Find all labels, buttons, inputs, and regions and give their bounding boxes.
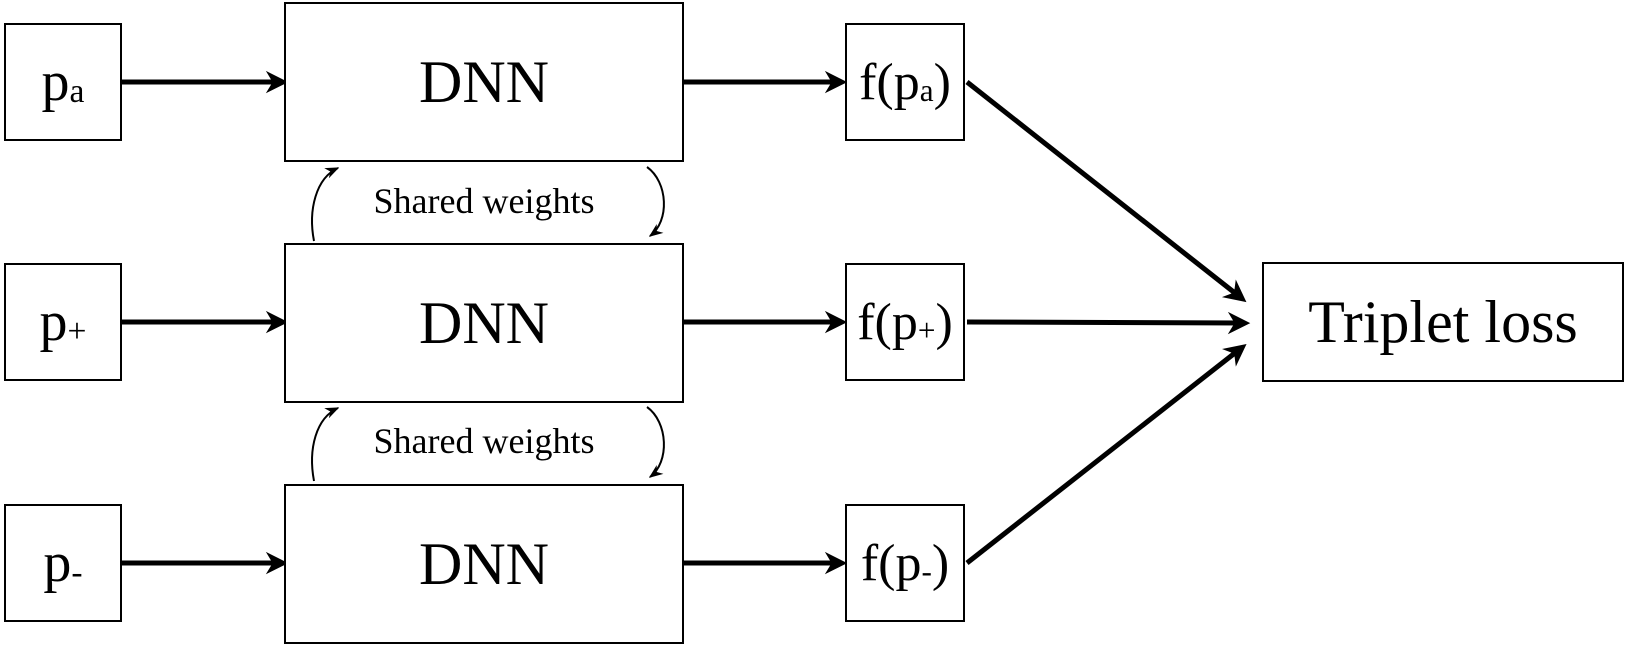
input-anchor-base: p xyxy=(41,51,70,113)
shared-weights-upper-right-arrow xyxy=(646,166,665,237)
dnn-top-label: DNN xyxy=(419,48,549,115)
shared-weights-lower-left-arrow xyxy=(311,407,340,482)
shared-weights-upper-label: Shared weights xyxy=(373,181,595,221)
dnn-bottom-label: DNN xyxy=(419,530,549,597)
input-positive-base: p xyxy=(39,291,68,353)
embedding-negative-box: f(p-) xyxy=(845,504,965,622)
input-positive-sub: + xyxy=(67,313,87,351)
shared-weights-upper-left-arrow xyxy=(311,167,340,242)
input-anchor-sub: a xyxy=(69,73,85,111)
embedding-positive-prefix: f(p xyxy=(857,293,918,351)
embedding-negative-prefix: f(p xyxy=(860,534,922,592)
edge-f-anchor-to-loss xyxy=(965,80,1247,303)
edge-f-negative-to-loss xyxy=(965,343,1247,565)
embedding-negative-sub: - xyxy=(921,554,932,590)
triplet-loss-box: Triplet loss xyxy=(1262,262,1624,382)
shared-weights-lower-label: Shared weights xyxy=(373,421,595,461)
embedding-positive-box: f(p+) xyxy=(845,263,965,381)
dnn-bottom-box: DNN xyxy=(284,484,684,644)
input-positive-box: p+ xyxy=(4,263,122,381)
embedding-anchor-suffix: ) xyxy=(933,53,951,111)
edge-f-positive-to-loss xyxy=(966,311,1251,335)
embedding-negative-suffix: ) xyxy=(931,534,950,592)
embedding-positive-suffix: ) xyxy=(935,293,953,351)
embedding-positive-sub: + xyxy=(917,313,936,349)
dnn-middle-box: DNN xyxy=(284,243,684,403)
input-negative-box: p- xyxy=(4,504,122,622)
embedding-anchor-prefix: f(p xyxy=(859,53,920,111)
shared-weights-lower-right-arrow xyxy=(646,406,665,478)
dnn-middle-label: DNN xyxy=(419,289,549,356)
triplet-loss-label: Triplet loss xyxy=(1308,288,1578,355)
dnn-top-box: DNN xyxy=(284,2,684,162)
input-negative-base: p xyxy=(43,532,72,594)
embedding-anchor-sub: a xyxy=(919,73,934,109)
input-negative-sub: - xyxy=(71,554,83,592)
